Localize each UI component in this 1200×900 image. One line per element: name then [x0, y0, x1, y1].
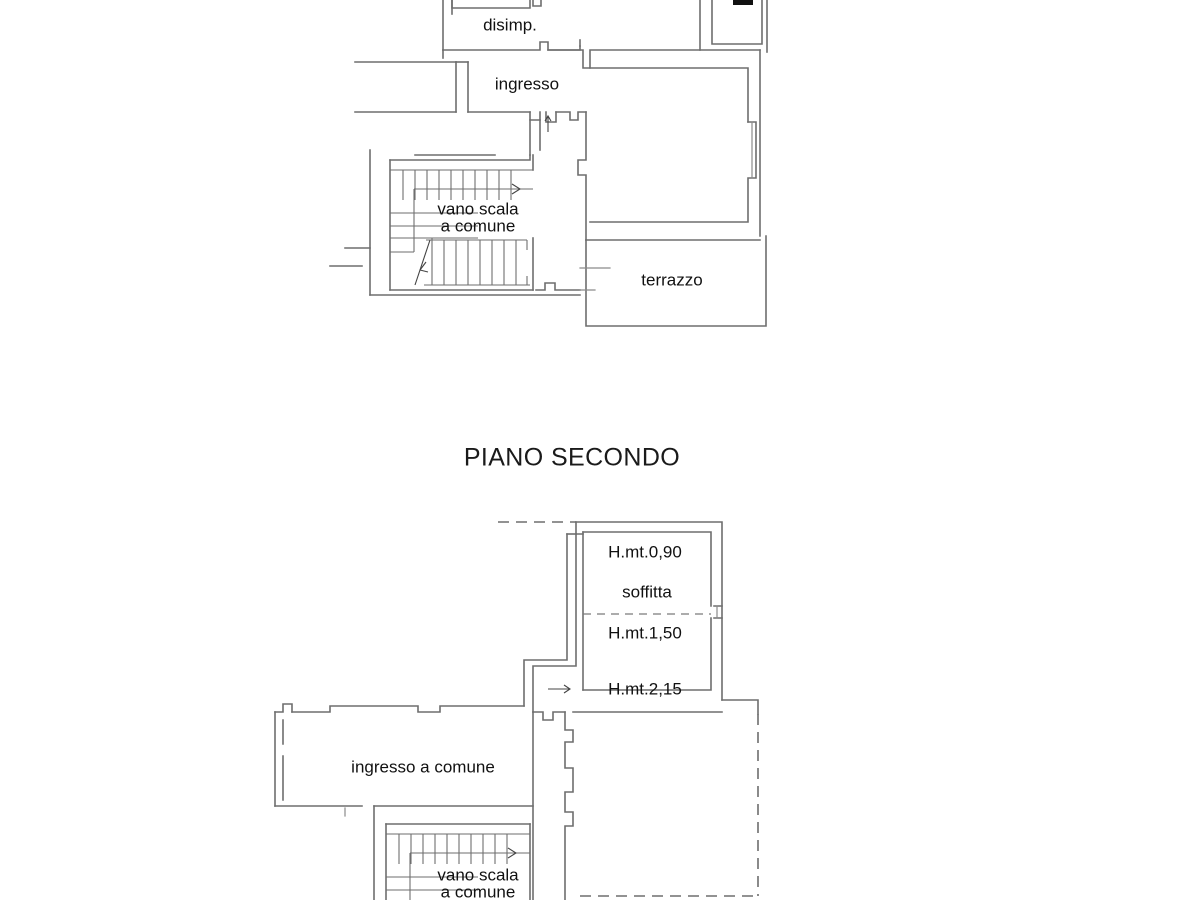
ingresso-door-swing-arrow — [544, 114, 552, 132]
soffitta-left-jog-wall-inner — [532, 533, 577, 713]
lower-plan-group: H.mt.0,90 soffitta H.mt.1,50 H.mt.2,15 i… — [274, 521, 759, 900]
disimp-bottom-wall — [442, 41, 581, 51]
terrazzo-left-jamb-chain — [535, 282, 581, 291]
ingresso-comune-top-wall — [291, 705, 525, 713]
soffitta-inner-top — [582, 531, 712, 607]
label-height-0-90: H.mt.0,90 — [608, 542, 682, 561]
stair-direction-arrow-lower — [419, 261, 429, 273]
ingresso-door-jamb-right — [545, 111, 557, 123]
lower-central-wall-top-jamb — [532, 711, 566, 721]
room-label-disimp: disimp. — [483, 15, 537, 34]
soffitta-access-arrow — [548, 684, 571, 694]
label-height-1-50: H.mt.1,50 — [608, 623, 682, 642]
upper-plan-group: disimp. ingresso vano scala a comune ter… — [329, 0, 768, 327]
lower-central-wall-right-jambs — [564, 711, 574, 900]
stair-treads-upper — [390, 169, 533, 200]
label-a-comune-lower: a comune — [441, 882, 516, 900]
upper-top-stub-room — [451, 0, 531, 9]
stair-break-line-lower — [414, 239, 431, 286]
stair-direction-arrow-upper — [511, 183, 522, 195]
soffitta-window-jambs — [713, 605, 723, 619]
soffitta-inner-right-bottom — [582, 617, 712, 691]
big-room-right-bottom — [589, 121, 757, 223]
room-label-terrazzo: terrazzo — [641, 270, 702, 289]
upper-right-solid-marker — [733, 0, 753, 5]
ingresso-door-jamb-left — [529, 111, 541, 121]
stair2-treads — [386, 833, 530, 900]
label-vano-scala-lower: vano scala — [437, 865, 519, 884]
stair-landing-block-upper — [390, 189, 478, 253]
soffitta-outer-top-right — [575, 521, 723, 701]
terrazzo-outline — [585, 235, 767, 327]
room-label-ingresso: ingresso — [495, 74, 559, 93]
lower-right-room-top-outer — [721, 699, 759, 715]
label-height-2-15: H.mt.2,15 — [608, 679, 682, 698]
stair-treads-lower — [424, 238, 530, 286]
ingresso-comune-top-left-jamb — [274, 703, 293, 713]
room-label-vano-scala-upper: vano scala — [437, 199, 519, 218]
upper-jamb-chain — [555, 111, 587, 121]
soffitta-left-jog-wall — [523, 533, 568, 707]
stair-enclosure-top — [389, 154, 531, 161]
soffitta-top-left-jamb — [575, 521, 584, 535]
upper-door-jamb-top — [532, 0, 542, 7]
plan-title-piano-secondo: PIANO SECONDO — [464, 444, 680, 472]
upper-right-room-left-wall-b — [577, 111, 587, 241]
upper-corridor-top-wall — [547, 49, 761, 69]
stair2-direction-arrow — [507, 847, 518, 859]
label-soffitta: soffitta — [622, 582, 672, 601]
label-ingresso-a-comune: ingresso a comune — [351, 757, 495, 776]
big-room-top-right — [589, 67, 749, 123]
upper-right-room-box — [711, 0, 763, 45]
room-label-a-comune-upper: a comune — [441, 216, 516, 235]
